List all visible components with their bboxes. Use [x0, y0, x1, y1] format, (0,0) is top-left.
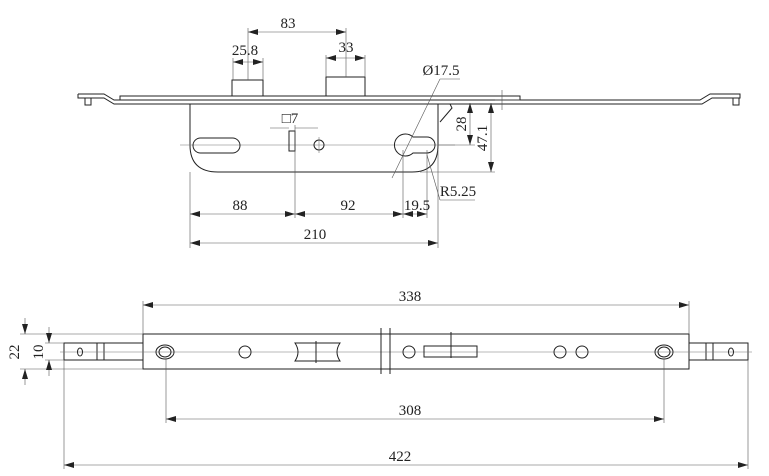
top-view: 83 25.8 33 Ø17.5 □7 28 47.1 88 92 19.5 R… — [77, 16, 741, 248]
dim-28: 28 — [454, 117, 470, 132]
dim-r5-25: R5.25 — [440, 184, 476, 200]
faceplate — [77, 93, 741, 105]
screw-hole — [575, 345, 589, 359]
pin-right — [732, 97, 740, 106]
dim-308: 308 — [399, 403, 422, 419]
latch-bolt — [231, 79, 264, 97]
dim-25-8: 25.8 — [232, 43, 258, 59]
dead-bolt — [325, 76, 366, 97]
case-bracket — [438, 103, 453, 123]
dim-22: 22 — [7, 345, 23, 360]
spindle-square — [288, 130, 296, 152]
cylinder-keyhole — [394, 133, 436, 157]
faceplate-raised — [119, 95, 521, 101]
screw-hole — [553, 345, 567, 359]
notched-slot — [294, 342, 341, 362]
lock-case — [189, 104, 439, 173]
dim-47-1: 47.1 — [475, 125, 491, 151]
dim-422: 422 — [389, 449, 412, 465]
screw-hole — [402, 345, 416, 359]
dim-19-5: 19.5 — [404, 198, 430, 214]
dim-88: 88 — [233, 198, 248, 214]
dim-92: 92 — [341, 198, 356, 214]
dim-diameter-17-5: Ø17.5 — [422, 63, 459, 79]
hole-oval-left — [155, 344, 175, 360]
front-view: 338 308 422 22 10 — [7, 289, 752, 469]
extension-right — [688, 342, 749, 361]
dim-square-7: □7 — [282, 111, 299, 127]
dim-83: 83 — [281, 16, 296, 32]
pin-left — [84, 97, 92, 106]
slot — [192, 137, 241, 154]
dim-210: 210 — [304, 227, 327, 243]
dim-33: 33 — [339, 40, 354, 56]
screw-hole — [238, 345, 252, 359]
dim-10: 10 — [31, 345, 47, 360]
dim-338: 338 — [399, 289, 422, 305]
main-bar — [142, 333, 690, 370]
